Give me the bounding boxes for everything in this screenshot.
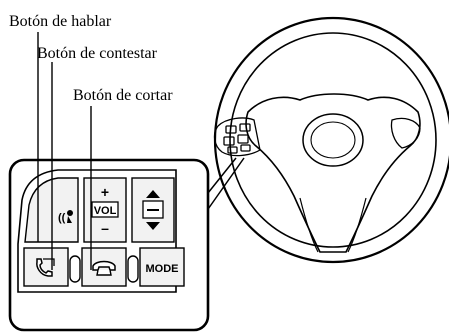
vol-minus-label: – <box>101 220 109 236</box>
button-divider <box>127 255 139 283</box>
volume-label: VOL <box>94 205 117 217</box>
answer-button-label: Botón de contestar <box>37 45 158 62</box>
talk-button-label: Botón de hablar <box>9 13 112 30</box>
hangup-button-label: Botón de cortar <box>73 87 173 104</box>
zoom-panel: (( + VOL – <box>8 158 210 332</box>
mode-label: MODE <box>146 263 179 275</box>
seek-button[interactable] <box>131 177 175 243</box>
phone-pickup-icon <box>36 258 55 277</box>
svg-text:((: (( <box>58 212 66 224</box>
mode-button[interactable]: MODE <box>139 247 185 287</box>
steering-wheel <box>213 16 449 264</box>
hangup-button[interactable] <box>81 247 127 287</box>
steering-switch-cluster <box>213 117 261 157</box>
arrow-down-icon <box>146 222 160 230</box>
answer-button[interactable] <box>23 247 69 287</box>
button-divider <box>69 255 81 283</box>
vol-plus-label: + <box>101 184 109 200</box>
voice-recognition-icon: (( <box>58 210 73 224</box>
label-leaders <box>37 32 92 270</box>
phone-hangup-icon <box>92 260 116 276</box>
arrow-up-icon <box>146 190 160 198</box>
